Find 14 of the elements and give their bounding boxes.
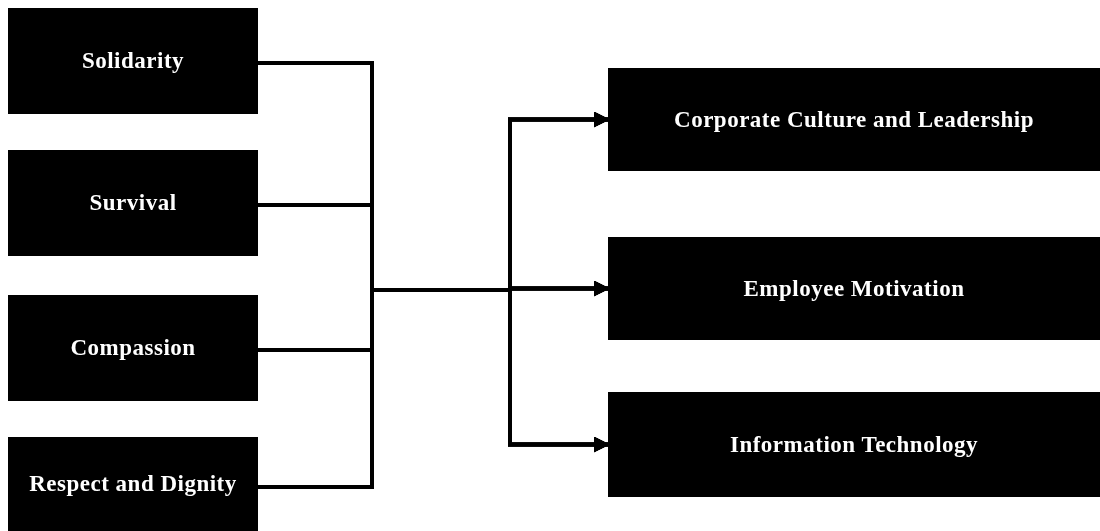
box-label: Compassion [70,334,196,363]
label-box [8,8,258,114]
label-box [8,437,258,531]
label-box [608,237,1100,340]
label-box [608,68,1100,171]
label-box [608,392,1100,497]
box-label: Employee Motivation [743,274,965,303]
box-label: Respect and Dignity [29,470,237,499]
label-box [8,150,258,256]
box-label: Corporate Culture and Leadership [674,105,1034,134]
box-label: Information Technology [729,430,979,459]
label-box [8,295,258,401]
box-label: Solidarity [81,47,185,76]
box-label: Survival [89,189,177,218]
